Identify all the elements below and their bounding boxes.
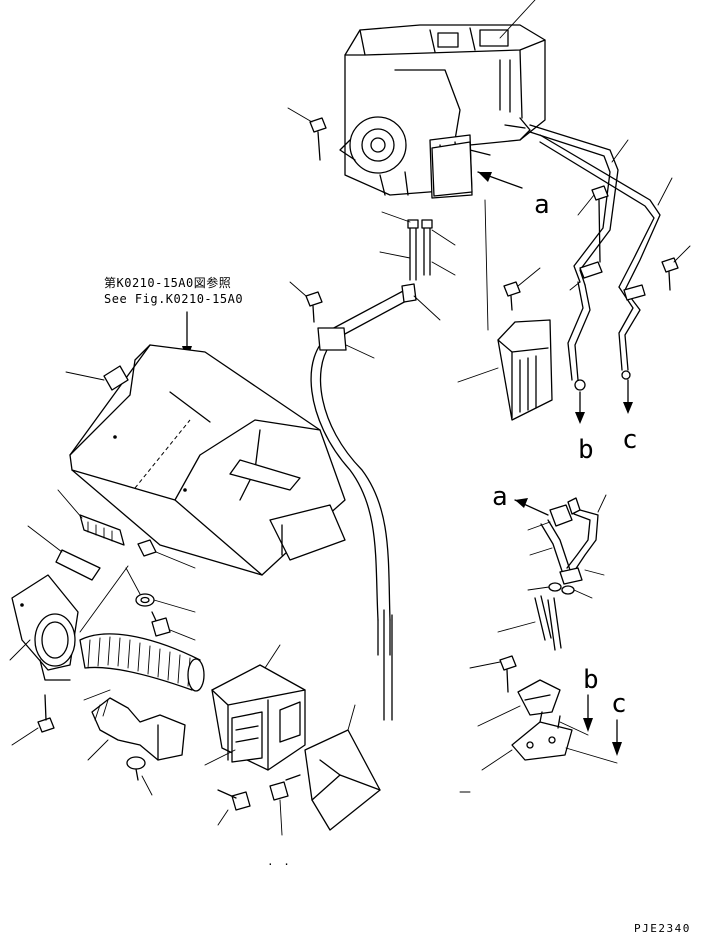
hose-clamp	[623, 284, 646, 301]
grommet	[125, 567, 196, 613]
bolt-icon	[469, 655, 517, 693]
bolt-icon	[661, 245, 691, 291]
arrow-b-bottom: b	[559, 665, 599, 736]
bolt-icon	[269, 774, 301, 836]
arrow-a-top: a	[477, 171, 550, 220]
drain-hose	[310, 283, 441, 721]
arrow-a-bottom: a	[492, 482, 549, 516]
base-plate	[481, 711, 573, 771]
leader-line	[484, 199, 489, 331]
motor-cover	[304, 704, 381, 831]
mounting-bracket	[477, 679, 561, 727]
arrow-b-top: b	[575, 391, 594, 465]
reference-note-japanese: 第K0210-15A0図参照	[104, 275, 231, 290]
duct-elbow	[83, 689, 186, 761]
blower-housing	[9, 574, 79, 681]
leader-line	[155, 551, 196, 569]
leader-line	[499, 0, 536, 39]
hose-clamp	[579, 261, 603, 279]
push-clip	[126, 756, 153, 796]
leader-line	[204, 749, 236, 766]
marker-b-bottom: b	[583, 665, 599, 695]
label-sticker	[103, 365, 129, 391]
bolt-icon	[151, 611, 196, 641]
cab-cover-panel	[69, 344, 346, 576]
marker-c-bottom: c	[611, 689, 627, 719]
pipe-connector	[527, 494, 607, 585]
bolt-icon	[11, 694, 55, 746]
tick-mark: . .	[267, 855, 291, 868]
leader-line	[569, 281, 581, 291]
arrow-c-top: c	[622, 379, 638, 455]
stud-bolts	[379, 211, 456, 281]
marker-c-top: c	[622, 425, 638, 455]
coolant-pipes	[529, 124, 673, 391]
valve-box	[431, 141, 473, 197]
clip-part	[137, 539, 157, 557]
leader-line	[27, 525, 63, 553]
bolt-icon	[503, 267, 541, 311]
grille-part	[57, 489, 125, 546]
air-filter-box	[457, 319, 553, 421]
leader-line	[65, 371, 105, 381]
bolt-icon	[217, 789, 251, 826]
marker-b-top: b	[578, 435, 594, 465]
bolt-icon	[577, 185, 609, 263]
hose-clamp-pair	[527, 582, 593, 599]
bolt-icon	[287, 107, 327, 161]
arrow-c-bottom: c	[565, 689, 627, 764]
short-pipes	[497, 595, 562, 651]
bolt-icon	[289, 281, 323, 323]
marker-a-top: a	[534, 190, 550, 220]
drawing-code: PJE2340	[634, 922, 691, 935]
blower-motor	[211, 644, 306, 771]
reference-note-english: See Fig.K0210-15A0	[104, 292, 243, 306]
corrugated-duct	[79, 565, 205, 692]
marker-a-bottom: a	[492, 482, 508, 512]
seal-strip	[55, 549, 101, 581]
